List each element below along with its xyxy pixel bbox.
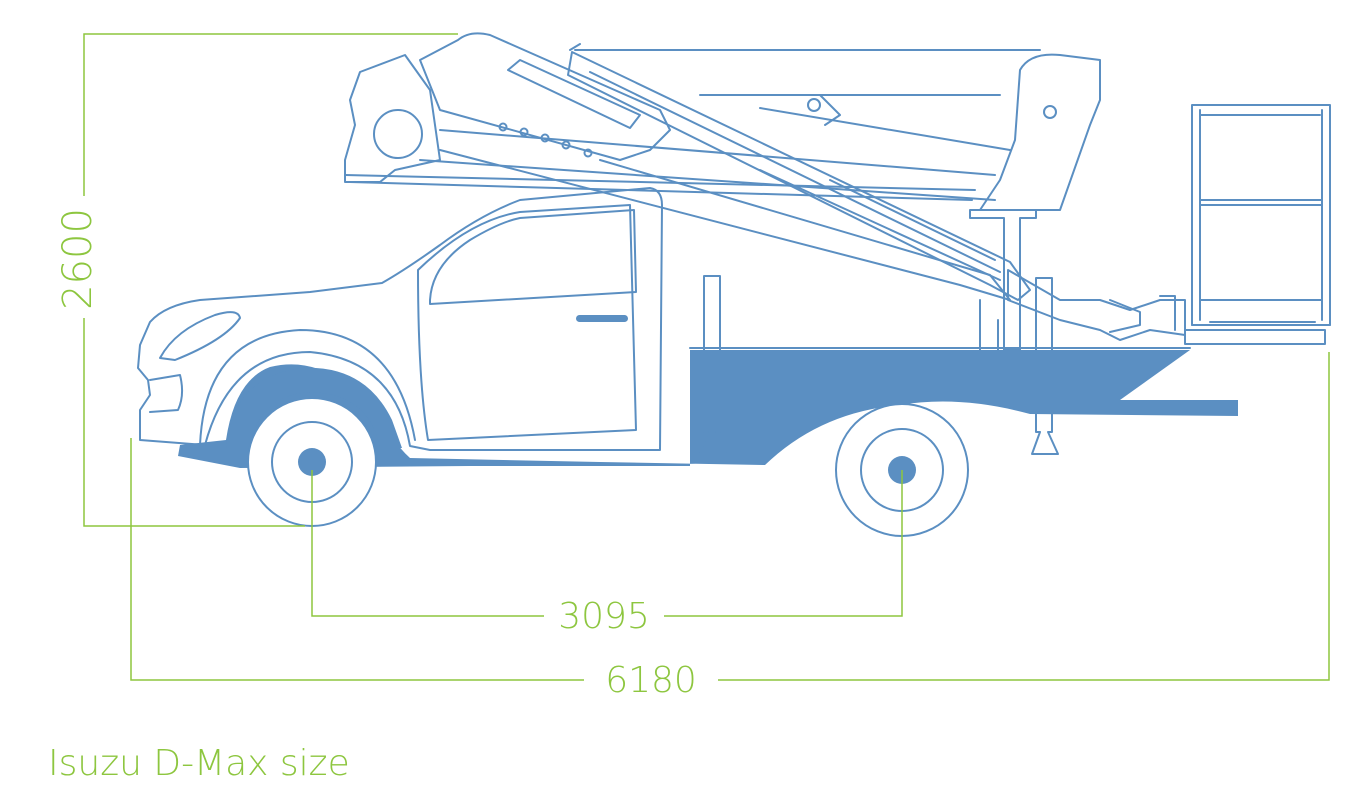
boom-base-plate — [344, 174, 976, 201]
boom-base-pivot — [373, 109, 423, 159]
dimension-lines — [83, 33, 1330, 681]
pivot-pin — [807, 98, 821, 112]
elbow-pivot — [1043, 105, 1057, 119]
headlight — [159, 311, 241, 361]
boom-rest-lines — [439, 94, 996, 176]
front-wheel-arch — [226, 367, 402, 448]
hood-crease — [149, 374, 184, 413]
cab-door — [417, 204, 637, 441]
jib-detail — [1109, 295, 1176, 333]
lower-boom — [419, 32, 671, 161]
boom-rest-frame — [419, 43, 1041, 201]
length-dimension-line — [130, 352, 1330, 681]
platform-bracket — [1184, 321, 1326, 345]
boom-elbow — [979, 53, 1101, 211]
jib-arm — [1007, 269, 1186, 341]
lower-boom-holes — [498, 122, 593, 158]
height-label: 2600 — [55, 208, 101, 310]
height-dimension-line — [83, 33, 458, 527]
front-outrigger — [699, 275, 727, 453]
diagram-caption: Isuzu D-Max size — [48, 743, 350, 784]
boom-turret — [969, 209, 1037, 351]
turret-post — [979, 299, 999, 351]
cab-outline — [137, 187, 663, 451]
rear-outrigger — [1031, 277, 1059, 455]
door-window — [429, 209, 637, 305]
main-boom-inner — [589, 71, 1001, 281]
truck-flatbed — [178, 350, 1238, 468]
main-boom — [567, 51, 1031, 301]
wheelbase-label: 3095 — [558, 596, 650, 637]
aerial-basket — [1191, 104, 1331, 326]
length-label: 6180 — [605, 660, 697, 701]
truck-illustration — [137, 32, 1331, 537]
front-wheel — [247, 397, 377, 527]
lower-boom-slot — [507, 59, 641, 129]
door-handle — [576, 315, 628, 322]
fender-line — [199, 329, 416, 446]
wheelbase-dimension-line — [311, 470, 903, 617]
